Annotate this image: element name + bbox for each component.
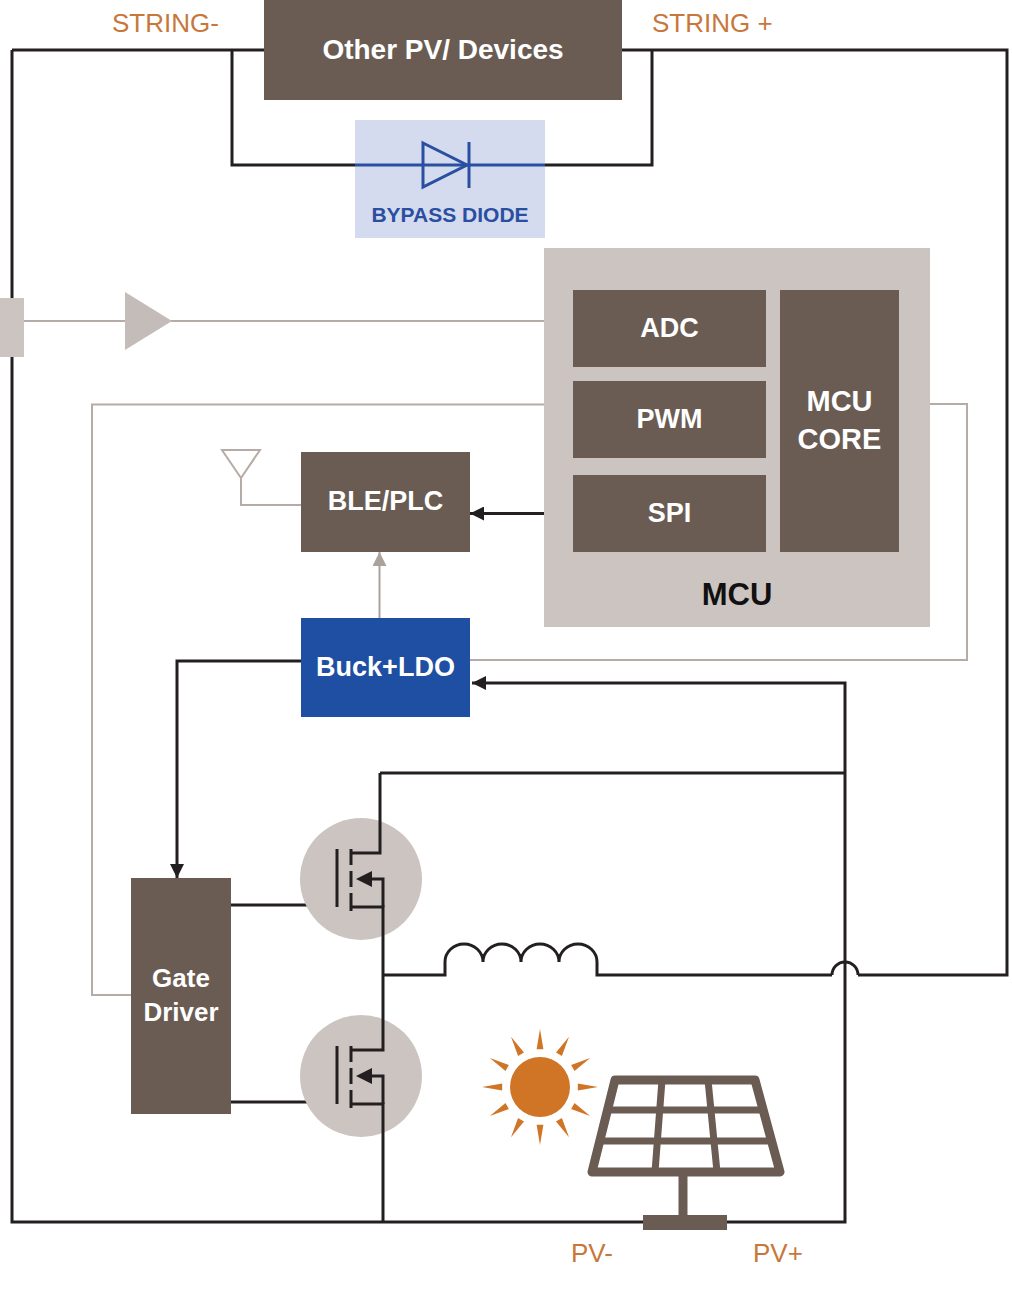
sun-ray [578, 1084, 598, 1091]
sun-ray [537, 1029, 544, 1049]
inductor-symbol [383, 944, 832, 975]
node-label: MCU [544, 575, 930, 615]
sun-ray [511, 1118, 524, 1137]
connector [379, 552, 381, 618]
sun-ray [482, 1084, 502, 1091]
bypass-diode-box: BYPASS DIODE [355, 120, 545, 238]
sun-ray [571, 1058, 590, 1071]
power-wires [12, 50, 1007, 1222]
mcu-box: MCU ADC PWM SPI MCU CORE [544, 248, 930, 627]
node-label: Gate Driver [131, 962, 231, 1030]
sensor-amplifier [0, 292, 573, 357]
driver-box: Gate Driver [131, 878, 231, 1114]
node-label: PWM [573, 402, 766, 437]
node-label: MCU CORE [780, 383, 899, 458]
mosfet-symbol [300, 975, 422, 1222]
core-box: MCU CORE [780, 290, 899, 552]
sun-ray [556, 1037, 569, 1056]
node-label: ADC [573, 311, 766, 346]
connector [470, 404, 967, 660]
sun-ray [571, 1103, 590, 1116]
peripheral-box: PWM [573, 381, 766, 458]
radio-box: BLE/PLC [301, 452, 470, 552]
connector [92, 405, 573, 996]
antenna-symbol [222, 450, 301, 505]
terminal-label: STRING- [112, 8, 219, 38]
sun-ray [556, 1118, 569, 1137]
peripheral-box: SPI [573, 475, 766, 552]
terminal-label: STRING + [652, 8, 773, 38]
connector [177, 661, 301, 878]
terminal-label: PV- [571, 1238, 613, 1268]
regulator-box: Buck+LDO [301, 618, 470, 717]
solar-panel-icon [592, 1080, 780, 1230]
device-box: Other PV/ Devices [264, 0, 622, 100]
sun-ray [511, 1037, 524, 1056]
terminal-label: PV+ [753, 1238, 803, 1268]
sun-icon [482, 1029, 598, 1145]
sun-ray [490, 1103, 509, 1116]
sun-ray [537, 1125, 544, 1145]
sun-ray [490, 1058, 509, 1071]
node-label: SPI [573, 496, 766, 531]
diode-symbol [355, 120, 545, 238]
mosfet-symbol [300, 773, 422, 975]
node-label: Other PV/ Devices [264, 32, 622, 68]
peripheral-box: ADC [573, 290, 766, 367]
node-label: Buck+LDO [301, 650, 470, 685]
node-label: BYPASS DIODE [355, 201, 545, 228]
node-label: BLE/PLC [301, 484, 470, 519]
connector [470, 512, 573, 515]
